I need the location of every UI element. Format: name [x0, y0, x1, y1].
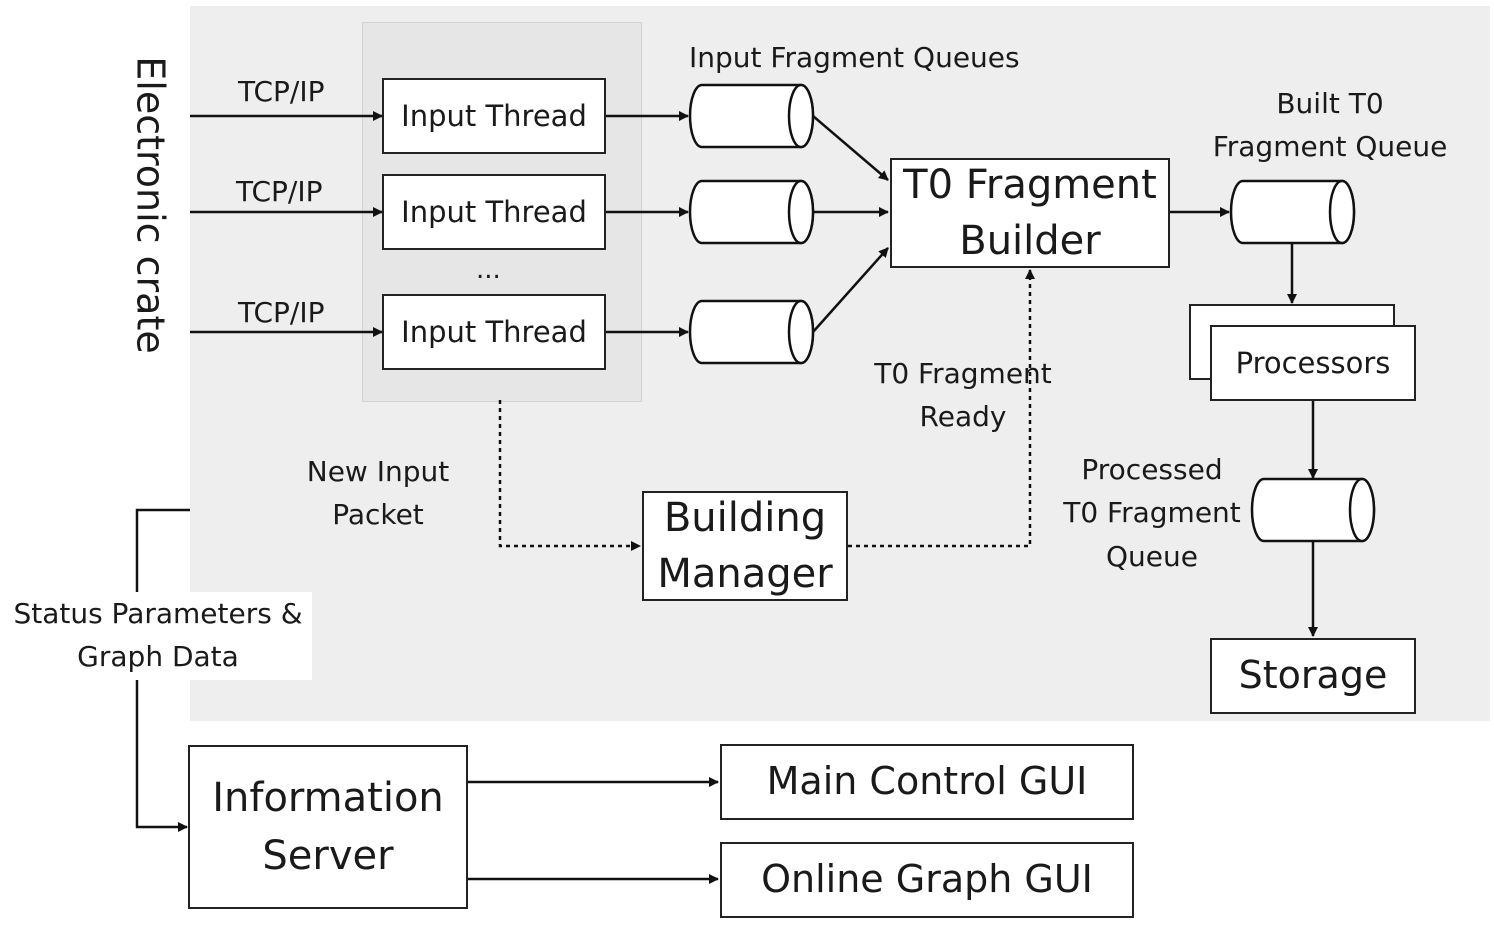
input-fragment-queues-label: Input Fragment Queues — [689, 41, 1020, 74]
built-fragment-queue-label: Built T0 Fragment Queue — [1212, 87, 1448, 164]
main-control-gui-box: Main Control GUI — [720, 744, 1134, 820]
input-thread-box-3: Input Thread — [382, 294, 606, 370]
tcp-label-1: TCP/IP — [238, 75, 325, 108]
storage-box: Storage — [1210, 638, 1416, 714]
online-graph-gui-box: Online Graph GUI — [720, 842, 1134, 918]
input-thread-box-1: Input Thread — [382, 78, 606, 154]
building-manager-box: Building Manager — [642, 491, 848, 601]
queue-builder-arrow-1 — [812, 115, 889, 181]
processed-fragment-queue-label: Processed T0 Fragment Queue — [1063, 453, 1241, 573]
tcp-label-2: TCP/IP — [236, 175, 323, 208]
built-queue-cylinder — [1229, 179, 1356, 245]
input-queue-cylinder-2 — [688, 179, 815, 245]
information-server-box: Information Server — [188, 745, 468, 909]
t0-fragment-ready-label: T0 Fragment Ready — [874, 357, 1052, 434]
tcp-label-3: TCP/IP — [238, 296, 325, 329]
input-queue-cylinder-3 — [688, 299, 815, 365]
new-packet-dotted-line — [498, 400, 641, 551]
input-thread-box-2: Input Thread — [382, 174, 606, 250]
processors-box: Processors — [1210, 325, 1416, 401]
t0-fragment-builder-box: T0 Fragment Builder — [890, 158, 1170, 268]
status-parameters-label: Status Parameters & Graph Data — [4, 592, 312, 680]
new-input-packet-label: New Input Packet — [306, 455, 450, 532]
input-queue-cylinder-1 — [688, 83, 815, 149]
queue-builder-arrow-3 — [812, 247, 889, 333]
processed-queue-cylinder — [1250, 477, 1376, 543]
electronic-crate-label: Electronic crate — [128, 56, 173, 354]
thread-ellipsis: ... — [476, 255, 501, 285]
